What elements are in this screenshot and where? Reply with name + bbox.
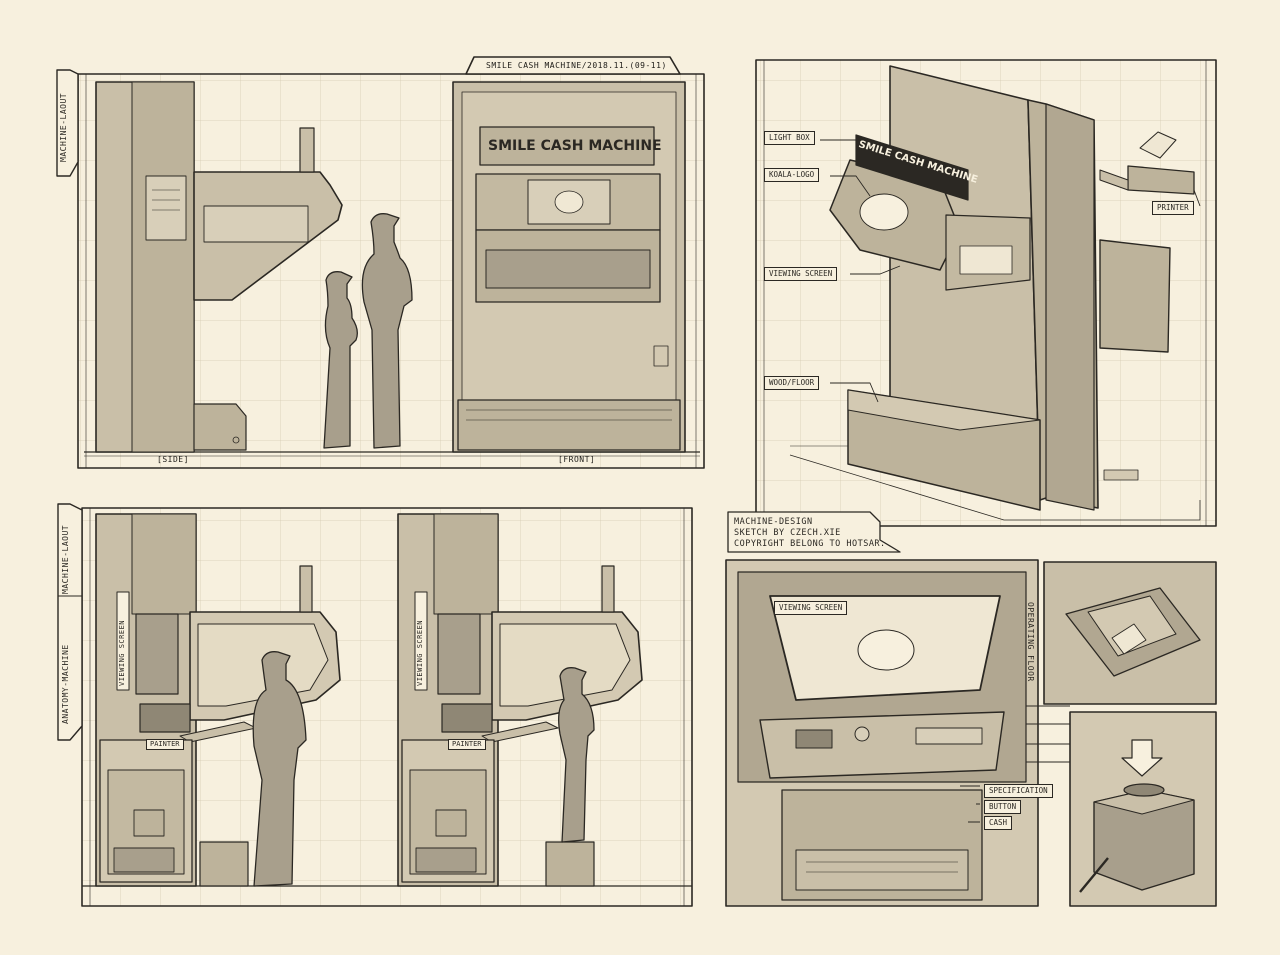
panel-button-detail	[1069, 711, 1217, 907]
anatomy-screen-label-2: VIEWING SCREEN	[416, 619, 424, 686]
sheet-title: SMILE CASH MACHINE/2018.11.(09-11)	[486, 61, 667, 70]
panel-anatomy	[81, 507, 693, 907]
person-adult-anatomy	[252, 651, 307, 887]
credit-line-3: COPYRIGHT BELONG TO HOTSAR.	[734, 539, 886, 549]
side-label-anatomy: ANATOMY-MACHINE	[61, 644, 70, 724]
label-light-box: LIGHT BOX	[764, 131, 815, 145]
label-koala-logo: KOALA-LOGO	[764, 168, 820, 182]
person-child-side	[323, 271, 358, 449]
view-label-side: [SIDE]	[157, 455, 189, 464]
detail-label-cash: CASH	[984, 816, 1013, 830]
anatomy-machine-1	[95, 513, 341, 887]
painter-label-2: PAINTER	[448, 739, 486, 750]
view-label-front: [FRONT]	[558, 455, 596, 464]
panel-printer-detail	[1043, 561, 1217, 705]
perspective-machine	[829, 65, 1195, 511]
panel-perspective	[755, 59, 1217, 527]
side-view-machine	[95, 81, 343, 453]
label-viewing-screen: VIEWING SCREEN	[764, 267, 838, 281]
painter-label-1: PAINTER	[146, 739, 184, 750]
detail-label-viewing-screen: VIEWING SCREEN	[774, 601, 848, 615]
person-adult-side	[361, 213, 413, 449]
detail-label-specification: SPECIFICATION	[984, 784, 1053, 798]
label-printer: PRINTER	[1152, 201, 1194, 215]
front-sign-text: SMILE CASH MACHINE	[488, 138, 662, 154]
anatomy-screen-label-1: VIEWING SCREEN	[118, 619, 126, 686]
detail-label-operating-floor: OPERATING FLOOR	[1026, 602, 1035, 682]
side-label-layout-bottom: MACHINE-LAOUT	[61, 524, 70, 594]
side-label-top: MACHINE-LAOUT	[59, 92, 68, 162]
panel-side-front-views	[77, 73, 705, 469]
credit-line-1: MACHINE-DESIGN	[734, 517, 813, 527]
credits-box	[727, 511, 901, 553]
credit-line-2: SKETCH BY CZECH.XIE	[734, 528, 841, 538]
panel-detail	[725, 559, 1070, 907]
label-wood-floor: WOOD/FLOOR	[764, 376, 820, 390]
credits-text: MACHINE-DESIGN SKETCH BY CZECH.XIE COPYR…	[734, 517, 886, 550]
front-view-machine	[452, 81, 686, 453]
detail-label-button: BUTTON	[984, 800, 1022, 814]
person-child-anatomy	[558, 667, 595, 843]
title-tab	[465, 56, 681, 75]
anatomy-machine-2	[397, 513, 643, 887]
